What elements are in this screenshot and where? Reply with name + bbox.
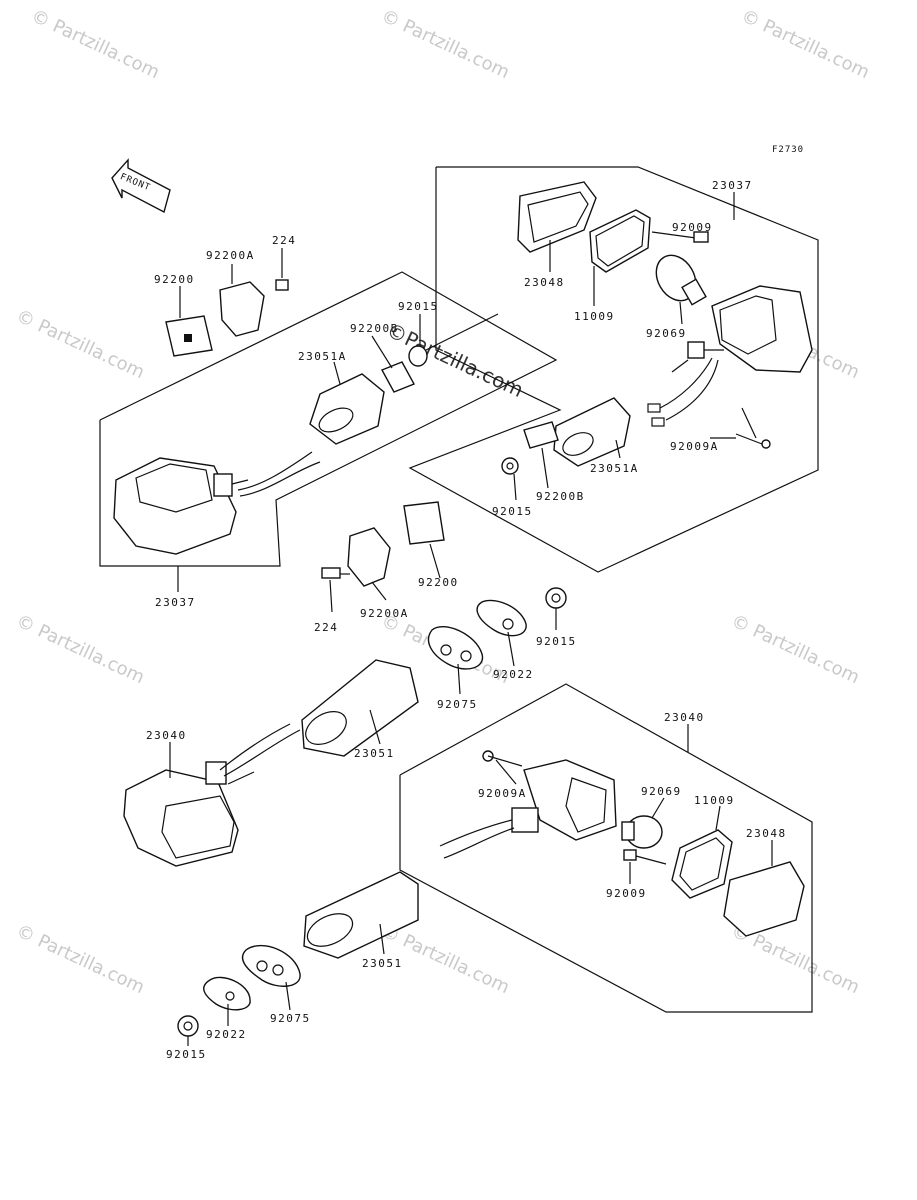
watermark-text: © Partzilla.com <box>13 610 148 688</box>
label-23051A-left: 23051A <box>298 350 347 363</box>
lens-23048-lower <box>723 861 805 937</box>
label-92009-upper: 92009 <box>672 221 713 234</box>
outline-lower-right <box>399 683 813 1013</box>
housing-23037-left <box>113 451 321 555</box>
plate-92200-mid <box>403 501 445 545</box>
housing-23040-right <box>439 759 617 859</box>
bracket-92200A-mid <box>347 527 391 587</box>
label-224-mid: 224 <box>314 621 338 634</box>
label-92069-upper: 92069 <box>646 327 687 340</box>
label-92009-lower: 92009 <box>606 887 647 900</box>
label-92009A-lower: 92009A <box>478 787 527 800</box>
label-224-top: 224 <box>272 234 296 247</box>
plate-92022-mid <box>476 599 527 637</box>
label-92022-lower: 92022 <box>206 1028 247 1041</box>
nut-92015-right <box>501 457 519 475</box>
boot-23051-mid <box>301 659 419 757</box>
label-92200A-top: 92200A <box>206 249 255 262</box>
screw-92009A-lower <box>482 750 523 767</box>
watermark-text: © Partzilla.com <box>28 5 163 83</box>
boot-23051A-left <box>309 373 385 445</box>
label-92200-top: 92200 <box>154 273 195 286</box>
label-92075-lower: 92075 <box>270 1012 311 1025</box>
label-92015-lower: 92015 <box>166 1048 207 1061</box>
leader-lines <box>169 192 773 1046</box>
label-92075-mid: 92075 <box>437 698 478 711</box>
nut-92015-lower <box>177 1015 199 1037</box>
label-23051A-right: 23051A <box>590 462 639 475</box>
label-92015-mid: 92015 <box>536 635 577 648</box>
housing-23040-left <box>123 723 301 867</box>
front-arrow-icon: FRONT <box>111 158 171 214</box>
grommet-92075-lower <box>241 944 301 987</box>
label-23037-left: 23037 <box>155 596 196 609</box>
part-labels: 23037 23048 11009 92009 92069 92009A 230… <box>146 179 787 1061</box>
gasket-11009-upper <box>589 209 651 273</box>
watermark-center: ©Partzilla.com <box>383 318 527 402</box>
nut-92015-mid <box>545 587 567 609</box>
watermark-text: © Partzilla.com <box>378 5 513 83</box>
figure-code: F2730 <box>772 145 804 155</box>
outline-upper-right <box>408 166 819 573</box>
label-92200B-left: 92200B <box>350 322 399 335</box>
bolt-224-mid <box>321 567 350 579</box>
bolt-224-top <box>275 252 289 291</box>
bulb-92069-lower <box>621 815 663 849</box>
label-92015-right: 92015 <box>492 505 533 518</box>
label-92069-lower: 92069 <box>641 785 682 798</box>
label-23048-upper: 23048 <box>524 276 565 289</box>
label-11009-lower: 11009 <box>694 794 735 807</box>
screw-92009A-upper <box>735 407 771 449</box>
label-92015-top: 92015 <box>398 300 439 313</box>
lens-23048-upper <box>517 181 597 253</box>
plate-92200-top <box>165 315 213 357</box>
label-23048-lower: 23048 <box>746 827 787 840</box>
label-92022-mid: 92022 <box>493 668 534 681</box>
label-23040-left: 23040 <box>146 729 187 742</box>
nut-92015-top <box>408 313 499 367</box>
plate-92200B-right <box>523 421 559 449</box>
screw-92009-lower <box>623 849 667 865</box>
watermark-text: © Partzilla.com <box>728 610 863 688</box>
boot-23051-lower <box>303 871 419 959</box>
label-92200B-right: 92200B <box>536 490 585 503</box>
label-92200-mid: 92200 <box>418 576 459 589</box>
outline-upper-left <box>99 271 558 567</box>
label-92200A-mid: 92200A <box>360 607 409 620</box>
label-23037-upper: 23037 <box>712 179 753 192</box>
label-11009-upper: 11009 <box>574 310 615 323</box>
label-23040-right: 23040 <box>664 711 705 724</box>
gasket-11009-lower <box>671 829 733 899</box>
grommet-92075-mid <box>427 625 484 670</box>
plate-92022-lower <box>203 976 251 1011</box>
bulb-92069-upper <box>655 254 707 306</box>
watermark-text: © Partzilla.com <box>738 5 873 83</box>
watermark-text: © Partzilla.com <box>13 920 148 998</box>
plate-92200B-left <box>381 361 415 393</box>
boot-23051A-right <box>553 397 631 467</box>
housing-23037-upper-right <box>647 285 813 427</box>
label-92009A-upper: 92009A <box>670 440 719 453</box>
label-23051-lower: 23051 <box>362 957 403 970</box>
screw-92009-upper <box>651 231 709 243</box>
watermark-text: © Partzilla.com <box>13 305 148 383</box>
bracket-92200A-top <box>219 281 265 337</box>
label-23051-mid: 23051 <box>354 747 395 760</box>
